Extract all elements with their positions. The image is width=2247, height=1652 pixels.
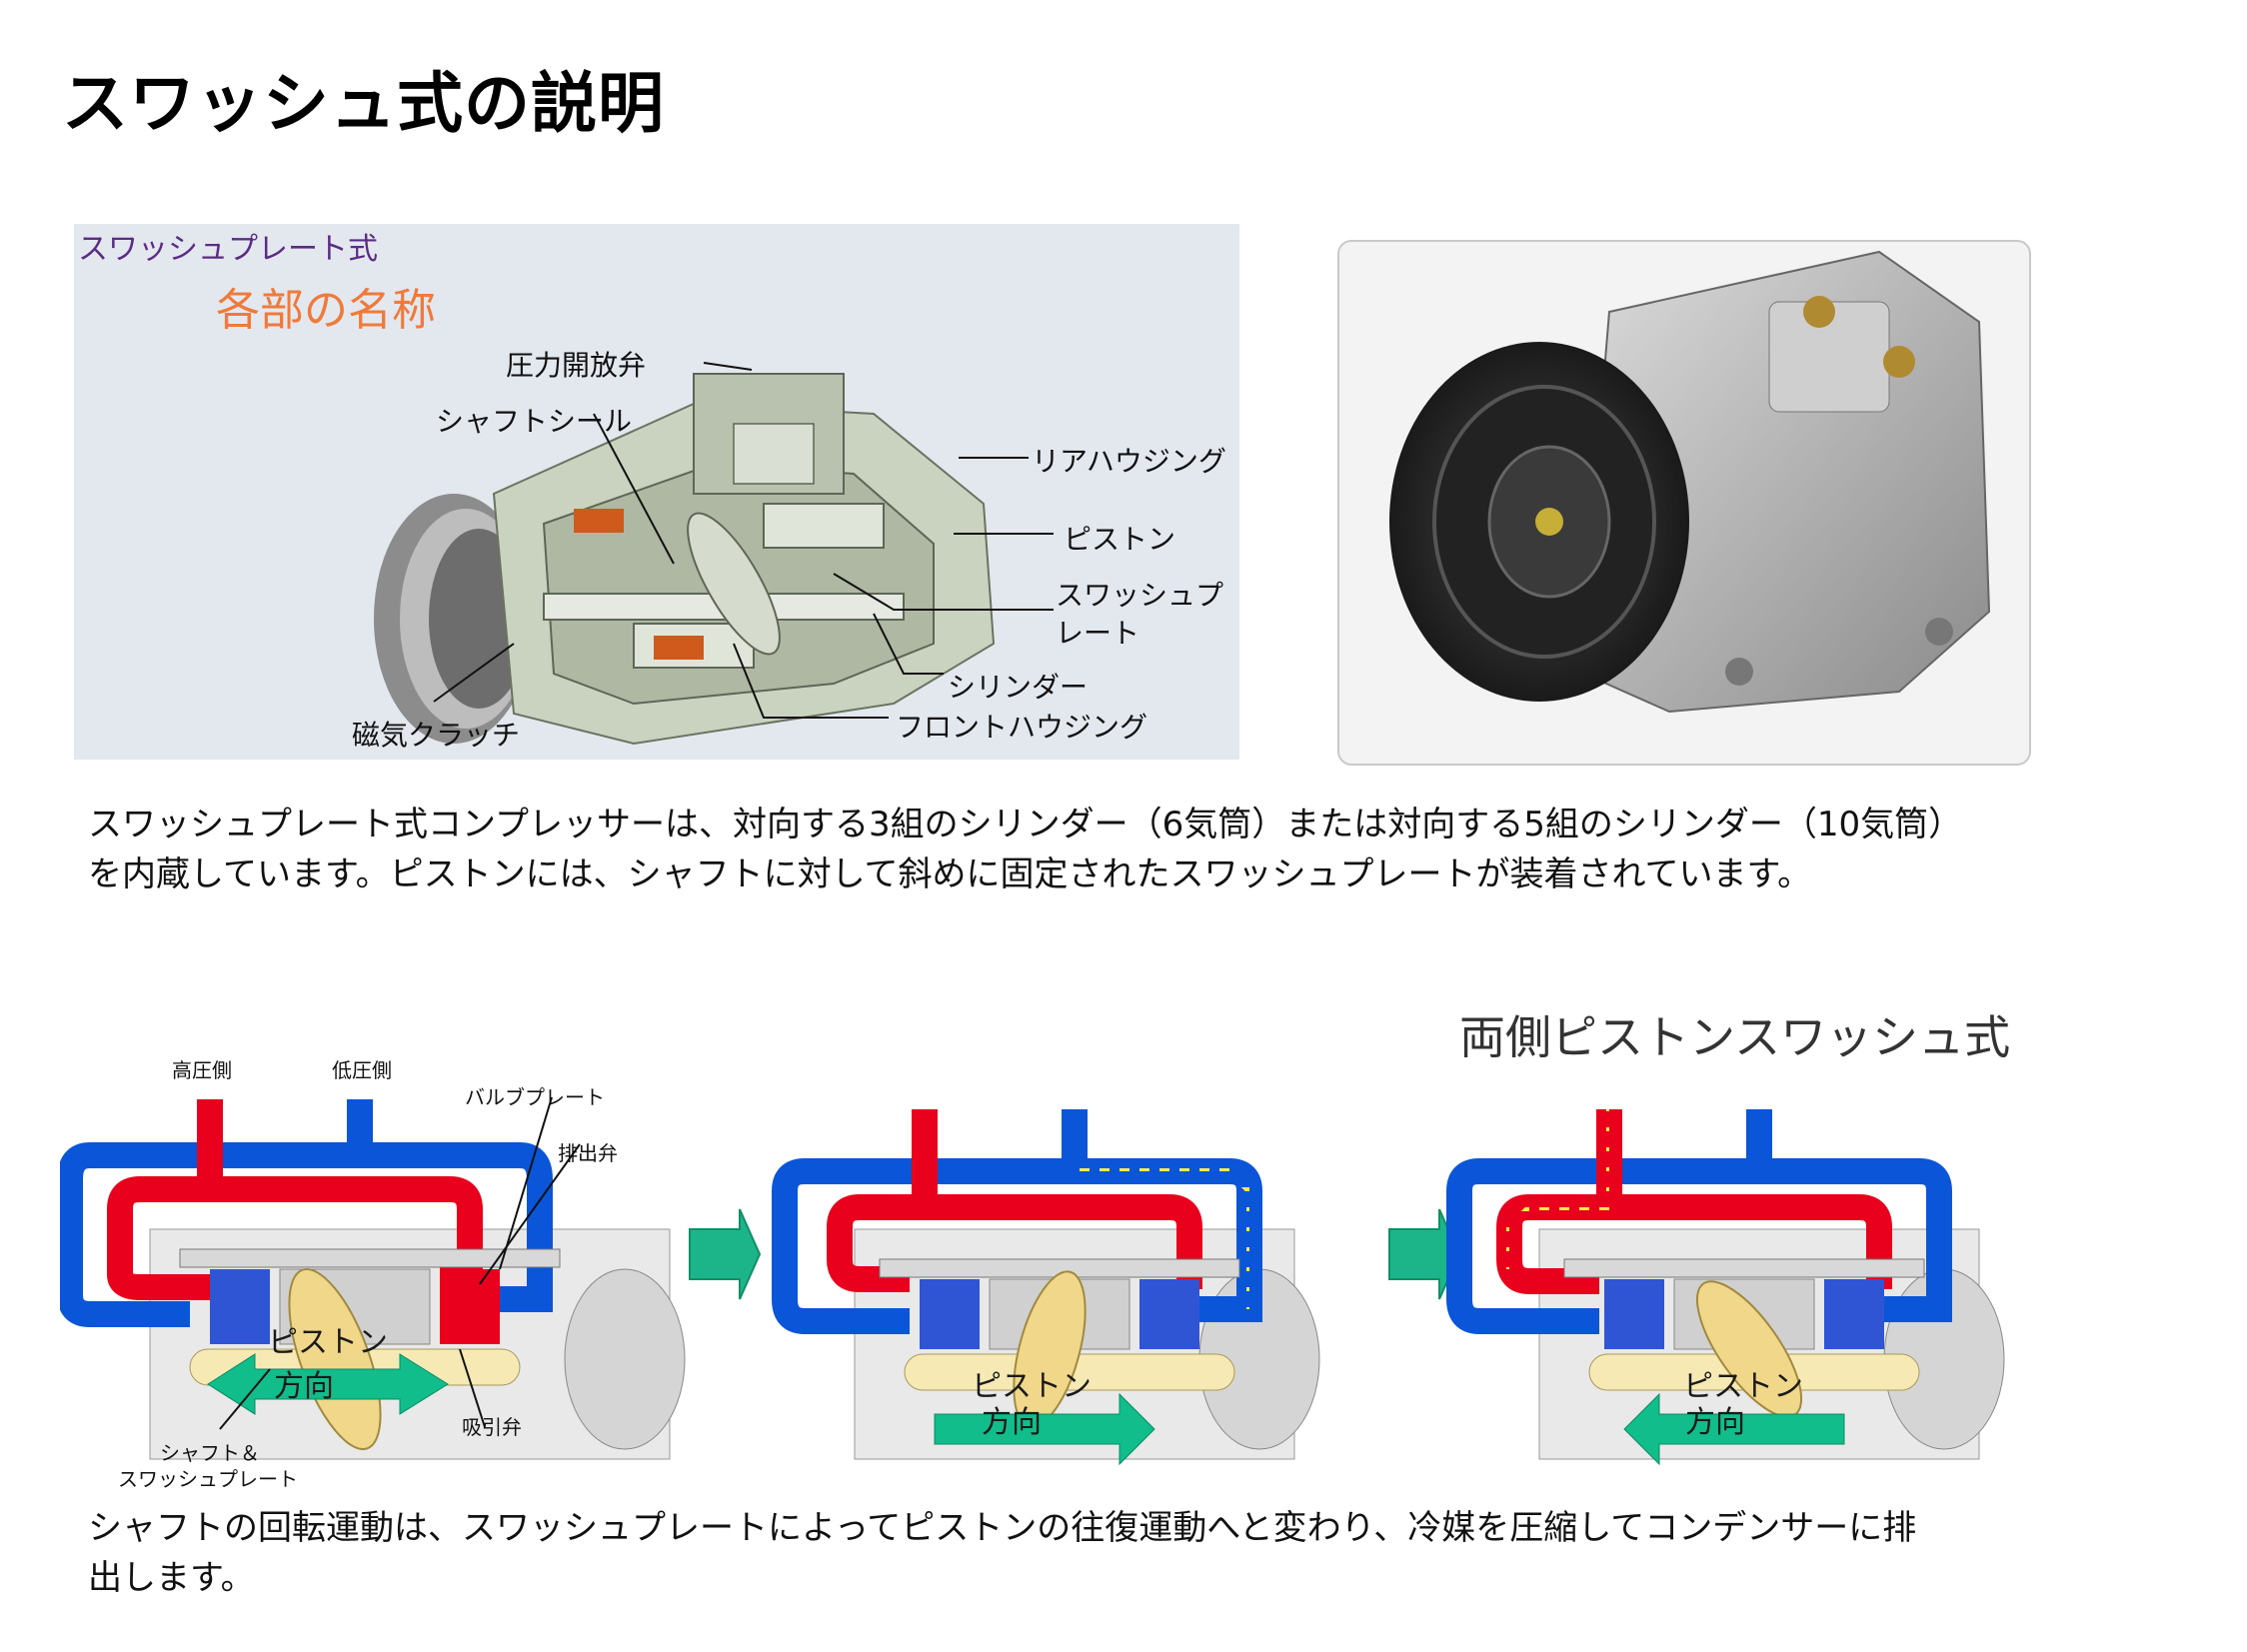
label-shaft-swashplate-1: シャフト＆ (160, 1441, 260, 1465)
stage-2-diagram (772, 1109, 1320, 1466)
label-magnetic-clutch: 磁気クラッチ (352, 719, 521, 752)
page-title: スワッシュ式の説明 (62, 65, 665, 142)
stage-3-direction-label: 方向 (1685, 1405, 1745, 1440)
diagram-title: 両側ピストンスワッシュ式 (1459, 1010, 2011, 1064)
label-cylinder: シリンダー (948, 671, 1089, 704)
paragraph-2-line-2: 出します。 (88, 1558, 255, 1598)
label-rear-housing: リアハウジング (1032, 445, 1226, 478)
label-shaft-seal: シャフトシール (436, 405, 633, 438)
paragraph-1-line-1: スワッシュプレート式コンプレッサーは、対向する3組のシリンダー（6気筒）または対… (88, 805, 1963, 844)
stage-1-piston-label: ピストン (268, 1325, 388, 1360)
label-high-pressure-side: 高圧側 (172, 1058, 232, 1082)
label-piston: ピストン (1064, 523, 1176, 556)
description-paragraph-1: スワッシュプレート式コンプレッサーは、対向する3組のシリンダー（6気筒）または対… (88, 800, 1962, 899)
paragraph-1-line-2: を内蔵しています。ピストンには、シャフトに対して斜めに固定されたスワッシュプレー… (88, 854, 1812, 894)
label-discharge-valve: 排出弁 (558, 1141, 618, 1165)
label-swash-plate-1: スワッシュプ (1056, 579, 1224, 612)
label-front-housing: フロントハウジング (896, 711, 1148, 744)
label-valve-plate: バルブプレート (465, 1085, 605, 1109)
panel-subheading: 各部の名称 (216, 285, 436, 336)
compressor-cutaway-panel: スワッシュプレート式 各部の名称 (74, 224, 1239, 760)
label-low-pressure-side: 低圧側 (332, 1058, 392, 1082)
stage-1-direction-label: 方向 (274, 1369, 334, 1404)
description-paragraph-2: シャフトの回転運動は、スワッシュプレートによってピストンの往復運動へと変わり、冷… (88, 1503, 1916, 1603)
transition-arrow-1 (689, 1208, 762, 1300)
stage-3-piston-label: ピストン (1683, 1369, 1803, 1404)
stage-2-piston-label: ピストン (972, 1369, 1092, 1404)
label-shaft-swashplate-2: スワッシュプレート (118, 1467, 298, 1491)
label-pressure-relief-valve: 圧力開放弁 (506, 349, 647, 382)
swash-operation-diagram (60, 1096, 2005, 1466)
stage-1-diagram (60, 1099, 686, 1460)
label-suction-valve: 吸引弁 (462, 1415, 522, 1439)
stage-2-direction-label: 方向 (982, 1405, 1042, 1440)
paragraph-2-line-1: シャフトの回転運動は、スワッシュプレートによってピストンの往復運動へと変わり、冷… (88, 1508, 1917, 1548)
compressor-cutaway-illustration (374, 362, 1054, 746)
compressor-photo (1337, 240, 2031, 766)
stage-3-diagram (1446, 1109, 2005, 1466)
compressor-photo-illustration (1389, 250, 1991, 714)
label-swash-plate-2: レート (1056, 617, 1140, 650)
panel-heading: スワッシュプレート式 (78, 232, 378, 267)
